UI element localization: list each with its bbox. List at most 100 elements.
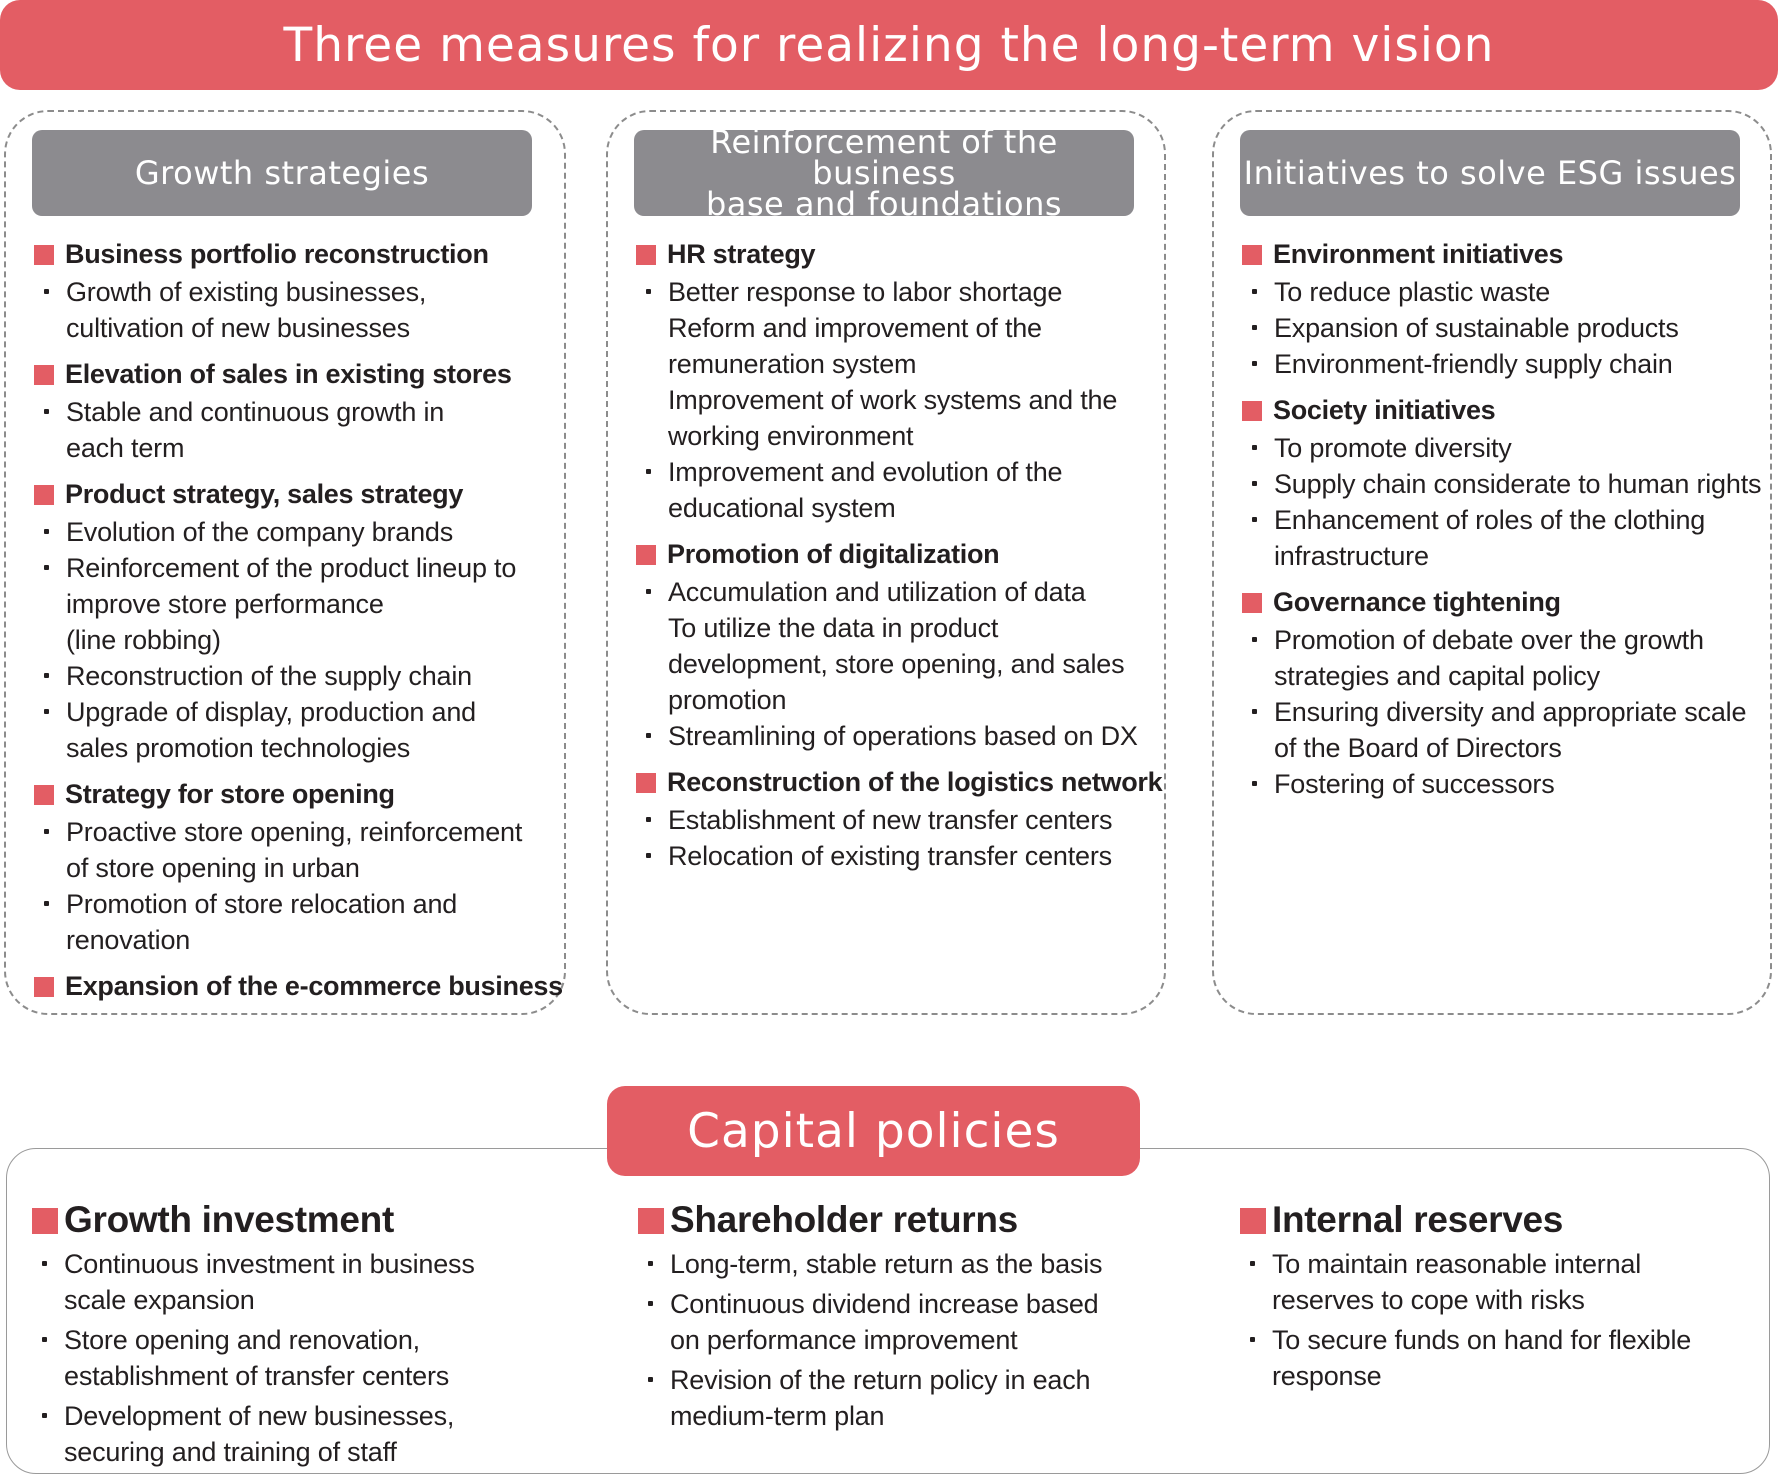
bullet-dot-icon — [42, 1413, 47, 1418]
bullet-dot-icon — [648, 1377, 653, 1382]
bullet-dot-icon — [646, 589, 651, 594]
bullet-dot-icon — [44, 565, 49, 570]
bullet-text-line: Reform and improvement of the — [668, 313, 1042, 343]
bullet-item: Supply chain considerate to human rights — [1242, 466, 1770, 502]
section-title-society-initiatives: Society initiatives — [1242, 390, 1770, 430]
bullet-item: Relocation of existing transfer centers — [636, 838, 1164, 874]
bullet-text-line: Improvement of work systems and the — [668, 385, 1118, 415]
bullet-text-line: To reduce plastic waste — [1274, 277, 1551, 307]
bullet-dot-icon — [646, 289, 651, 294]
bullet-dot-icon — [1252, 289, 1257, 294]
bullet-item: Revision of the return policy in each med… — [638, 1362, 1102, 1434]
bullet-text-line: Revision of the return policy in each — [670, 1365, 1091, 1395]
bullet-text-line: each term — [66, 433, 185, 463]
bullet-text-line: To promote diversity — [1274, 433, 1512, 463]
bullet-text-line: on performance improvement — [670, 1325, 1018, 1355]
section-title-promotion-of-digitalization: Promotion of digitalization — [636, 534, 1164, 574]
bullet-text-line: improve store performance — [66, 589, 384, 619]
bullet-text-line: securing and training of staff — [64, 1437, 397, 1467]
bullet-text-line: cultivation of new businesses — [66, 313, 410, 343]
bullet-text-line: educational system — [668, 493, 896, 523]
bullet-dot-icon — [1252, 445, 1257, 450]
bullet-item: Evolution of the company brands — [34, 514, 564, 550]
red-square-marker — [636, 773, 656, 793]
bullet-text-line: Establishment of new transfer centers — [668, 805, 1113, 835]
bullet-text-line: Ensuring diversity and appropriate scale — [1274, 697, 1747, 727]
bullet-text-line: remuneration system — [668, 349, 917, 379]
section-title-environment-initiatives: Environment initiatives — [1242, 234, 1770, 274]
bullet-text-line: Proactive store opening, reinforcement — [66, 817, 523, 847]
bullet-text-line: Promotion of store relocation and — [66, 889, 458, 919]
bullet-text-line: Store opening and renovation, — [64, 1325, 420, 1355]
bullet-text-line: renovation — [66, 925, 191, 955]
bullet-item: Fostering of successors — [1242, 766, 1770, 802]
bullet-dot-icon — [44, 901, 49, 906]
red-square-marker — [1242, 401, 1262, 421]
bullet-item: Expansion of sustainable products — [1242, 310, 1770, 346]
red-square-marker — [1240, 1208, 1266, 1234]
section-title-expansion-of-the-e-commerce-business: Expansion of the e-commerce business — [34, 966, 564, 1006]
bullet-dot-icon — [1250, 1337, 1255, 1342]
bullet-list: Growth of existing businesses, cultivatio… — [34, 274, 564, 346]
red-square-marker — [636, 245, 656, 265]
section-title-product-strategy-sales-strategy: Product strategy, sales strategy — [34, 474, 564, 514]
bullet-item: Store opening and renovation,establishme… — [32, 1322, 475, 1394]
red-square-marker — [34, 365, 54, 385]
column-header: Growth strategies — [32, 130, 532, 216]
section-title-hr-strategy: HR strategy — [636, 234, 1164, 274]
bullet-item: Long-term, stable return as the basis — [638, 1246, 1103, 1282]
bullet-dot-icon — [1252, 709, 1257, 714]
bullet-dot-icon — [646, 853, 651, 858]
bullet-text-line: Stable and continuous growth in — [66, 397, 445, 427]
section-title-text: Environment initiatives — [1273, 239, 1564, 269]
bullet-item: Development of new businesses, securing a… — [32, 1398, 475, 1470]
bullet-text-line: development, store opening, and sales — [668, 649, 1125, 679]
section-title-reconstruction-of-the-logistics-network: Reconstruction of the logistics network — [636, 762, 1164, 802]
bullet-text-line: promotion — [668, 685, 787, 715]
bullet-text-line: Environment-friendly supply chain — [1274, 349, 1673, 379]
capital-policies-banner: Capital policies — [607, 1086, 1140, 1176]
bullet-dot-icon — [1252, 781, 1257, 786]
column-business-base: Reinforcement of the business base and f… — [606, 110, 1166, 1015]
bullet-text-line: medium-term plan — [670, 1401, 885, 1431]
bullet-item: Streamlining of operations based on DX — [636, 718, 1164, 754]
section-title-business-portfolio-reconstruction: Business portfolio reconstruction — [34, 234, 564, 274]
bullet-text-line: infrastructure — [1274, 541, 1429, 571]
section-title-text: Promotion of digitalization — [667, 539, 1000, 569]
bullet-dot-icon — [44, 673, 49, 678]
section-title-growth-investment: Growth investment — [32, 1194, 475, 1246]
bullet-text-line: reserves to cope with risks — [1272, 1285, 1585, 1315]
bullet-text-line: Growth of existing businesses, — [66, 277, 427, 307]
bullet-text-line: Reinforcement of the product lineup to — [66, 553, 517, 583]
bullet-dot-icon — [44, 529, 49, 534]
section-title-text: Governance tightening — [1273, 587, 1561, 617]
bullet-text-line: scale expansion — [64, 1285, 255, 1315]
bullet-text-line: sales promotion technologies — [66, 733, 411, 763]
bullet-text-line: (line robbing) — [66, 625, 221, 655]
bullet-text-line: Development of new businesses, — [64, 1401, 455, 1431]
page-title-banner: Three measures for realizing the long-te… — [0, 0, 1778, 90]
bullet-dot-icon — [646, 469, 651, 474]
bullet-dot-icon — [44, 289, 49, 294]
red-square-marker — [638, 1208, 664, 1234]
bullet-list: Stable and continuous growth in each term — [34, 394, 564, 466]
bullet-dot-icon — [44, 829, 49, 834]
section-title-text: Business portfolio reconstruction — [65, 239, 489, 269]
section-title-text: Society initiatives — [1273, 395, 1496, 425]
red-square-marker — [34, 485, 54, 505]
bullet-dot-icon — [1252, 481, 1257, 486]
column-esg-initiatives: Initiatives to solve ESG issues Environm… — [1212, 110, 1772, 1015]
